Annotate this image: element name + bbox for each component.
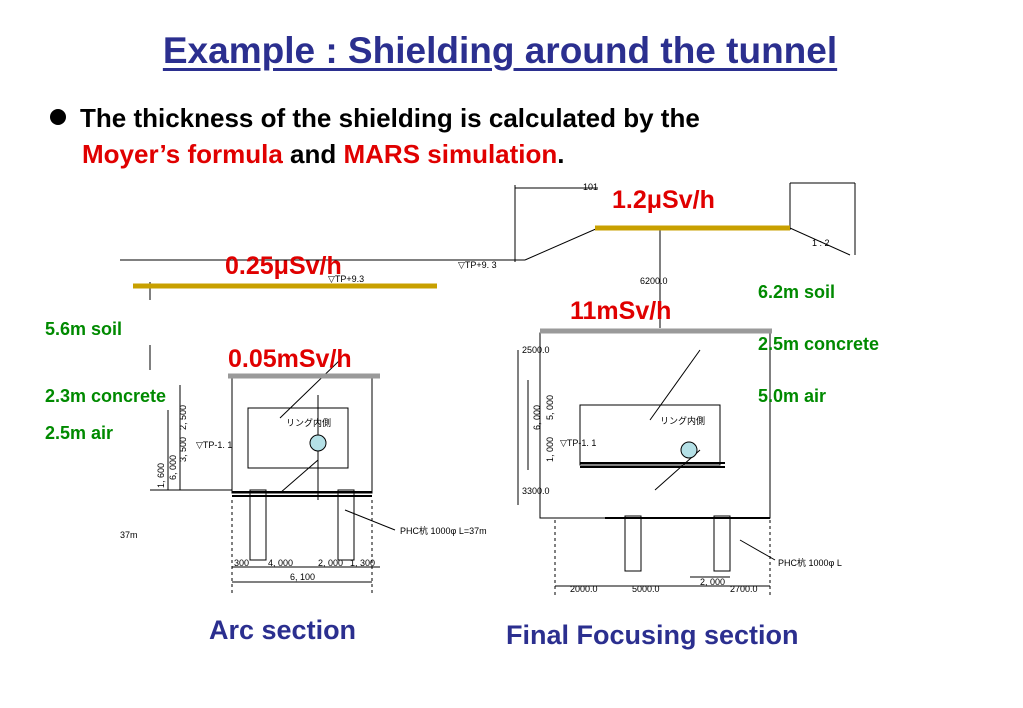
arc-depth: 37m: [120, 530, 138, 540]
ff-dim-v1: 6, 000: [532, 405, 542, 430]
bullet-joiner: and: [282, 139, 344, 169]
ff-layer-soil: 6.2m soil: [758, 282, 836, 302]
arc-layer-air: 2.5m air: [45, 423, 114, 443]
ff-mound-outline: [524, 227, 851, 261]
arc-dim-4: 1, 300: [350, 558, 375, 568]
ff-dim-1: 2000.0: [570, 584, 598, 594]
arc-ring-box: [247, 407, 349, 469]
ff-tunnel-box: [539, 332, 771, 519]
ff-slope-label: 1 : 2: [812, 238, 830, 248]
ff-dim-v2: 5, 000: [545, 395, 555, 420]
bullet-suffix: .: [557, 139, 565, 169]
arc-section-caption: Arc section: [209, 615, 357, 645]
ff-depth-label: 6200.0: [640, 276, 668, 286]
arc-dim-v1: 3, 500: [178, 437, 188, 462]
slide-title: Example : Shielding around the tunnel: [162, 30, 838, 71]
arc-beam-pipe-icon: [309, 434, 327, 452]
ff-ring-label: リング内側: [660, 415, 705, 426]
ff-tp-inner: ▽TP-1. 1: [560, 438, 596, 448]
ff-pile-left: [624, 515, 642, 572]
arc-dim-v4: 1, 600: [156, 463, 166, 488]
ff-pile-label: PHC杭 1000φ L: [778, 557, 842, 568]
ff-dose-surface: 1.2μSv/h: [612, 186, 715, 214]
ff-dim-2: 5000.0: [632, 584, 660, 594]
arc-dose-tunnel: 0.05mSv/h: [228, 345, 352, 373]
bullet-term-moyer: Moyer’s formula: [82, 139, 283, 169]
ff-dim-3: 2700.0: [730, 584, 758, 594]
bullet-prefix: The thickness of the shielding is calcul…: [80, 103, 700, 133]
arc-ring-label: リング内側: [286, 417, 331, 428]
arc-tunnel-box: [231, 377, 373, 494]
arc-layer-soil: 5.6m soil: [45, 319, 123, 339]
ff-pile-right: [713, 515, 731, 572]
bullet-term-mars: MARS simulation: [343, 139, 558, 169]
ff-layer-concrete: 2.5m concrete: [758, 334, 880, 354]
ff-layer-air: 5.0m air: [758, 386, 827, 406]
arc-dim-3: 2, 000: [318, 558, 343, 568]
ff-dim-v3: 1, 000: [545, 437, 555, 462]
ff-bottom-left-dim: 3300.0: [522, 486, 550, 496]
ff-dose-tunnel: 11mSv/h: [570, 297, 672, 325]
arc-pile-left: [249, 489, 267, 561]
arc-dim-1: 300: [234, 558, 249, 568]
arc-tp-inner: ▽TP-1. 1: [196, 440, 232, 450]
arc-layer-concrete: 2.3m concrete: [45, 386, 167, 406]
arc-dim-total: 6, 100: [290, 572, 315, 582]
ff-beam-pipe-icon: [680, 441, 698, 459]
ff-section-caption: Final Focusing section: [506, 620, 799, 650]
arc-pile-right: [337, 489, 355, 561]
arc-dim-v2: 2, 500: [178, 405, 188, 430]
arc-tp-left: ▽TP+9. 3: [458, 260, 497, 270]
ff-dim-small: 2, 000: [700, 577, 725, 587]
bullet-text: The thickness of the shielding is calcul…: [50, 100, 700, 172]
ff-top-dim: 101: [583, 182, 598, 192]
arc-dim-v3: 6, 000: [168, 455, 178, 480]
bullet-dot-icon: [50, 109, 66, 125]
arc-tp-top: ▽TP+9.3: [328, 274, 364, 284]
arc-pile-label: PHC杭 1000φ L=37m: [400, 525, 487, 536]
ff-top-left-dim: 2500.0: [522, 345, 550, 355]
arc-dose-surface: 0.25μSv/h: [225, 252, 342, 280]
ff-ring-box: [579, 404, 721, 466]
arc-dim-2: 4, 000: [268, 558, 293, 568]
